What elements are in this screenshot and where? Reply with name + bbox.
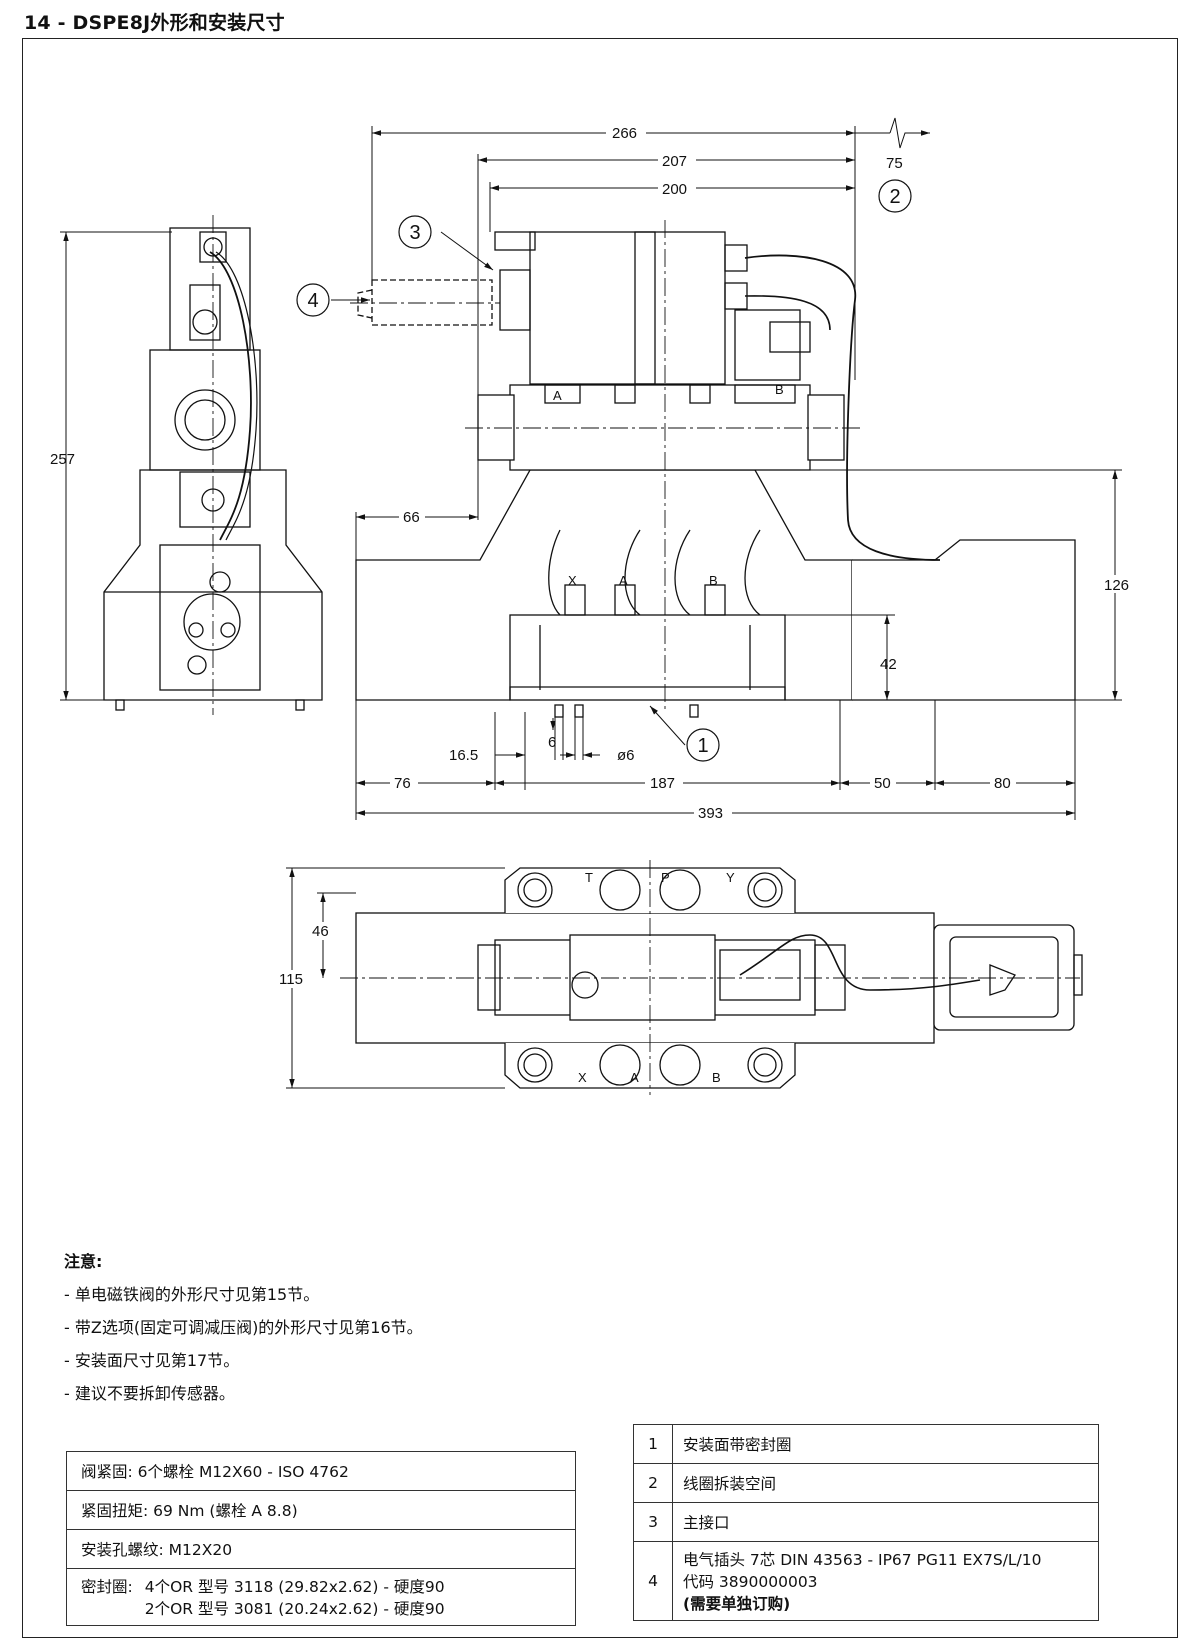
- port-label-y: Y: [726, 870, 735, 885]
- dim-6: 6: [548, 734, 556, 751]
- spec-row-seals: 密封圈: 4个OR 型号 3118 (29.82x2.62) - 硬度90 2个…: [66, 1568, 576, 1626]
- port-label-b: B: [709, 573, 718, 588]
- drawing-frame: [22, 38, 1178, 1638]
- dim-115: 115: [279, 971, 303, 988]
- legend-table: 1 安装面带密封圈 2 线圈拆装空间 3 主接口 4 电气插头 7芯 DIN 4…: [633, 1424, 1099, 1621]
- note-item: - 建议不要拆卸传感器。: [64, 1384, 235, 1403]
- legend-line: 代码 3890000003: [683, 1573, 818, 1591]
- callout-circle-4: [296, 283, 330, 317]
- dim-207: 207: [662, 153, 687, 170]
- seal-line: 2个OR 型号 3081 (20.24x2.62) - 硬度90: [144, 1600, 445, 1618]
- notes-heading: 注意:: [64, 1252, 103, 1271]
- notes: 注意: - 单电磁铁阀的外形尺寸见第15节。 - 带Z选项(固定可调减压阀)的外…: [64, 1245, 423, 1410]
- callout-4: 4: [307, 290, 318, 312]
- port-label-a-bottom: A: [630, 1070, 639, 1085]
- callout-circle-3: [398, 215, 432, 249]
- dim-257: 257: [50, 451, 75, 468]
- section-title: 14 - DSPE8J外形和安装尺寸: [24, 12, 285, 34]
- port-label-p: P: [661, 870, 670, 885]
- port-label-x-bottom: X: [578, 1070, 587, 1085]
- dim-42: 42: [880, 656, 897, 673]
- note-item: - 带Z选项(固定可调减压阀)的外形尺寸见第16节。: [64, 1318, 423, 1337]
- solenoid-label-b: B: [775, 382, 784, 397]
- port-label-b-bottom: B: [712, 1070, 721, 1085]
- seal-label: 密封圈:: [81, 1578, 133, 1596]
- side-view: [103, 215, 323, 715]
- legend-text-multiline: 电气插头 7芯 DIN 43563 - IP67 PG11 EX7S/L/10 …: [672, 1541, 1099, 1621]
- legend-num: 4: [633, 1541, 673, 1621]
- legend-text: 线圈拆装空间: [672, 1463, 1099, 1503]
- spec-row: 安装孔螺纹: M12X20: [66, 1529, 576, 1569]
- spec-row: 紧固扭矩: 69 Nm (螺栓 A 8.8): [66, 1490, 576, 1530]
- seal-line: 4个OR 型号 3118 (29.82x2.62) - 硬度90: [144, 1578, 445, 1596]
- dim-257-line: [60, 231, 172, 701]
- note-item: - 安装面尺寸见第17节。: [64, 1351, 240, 1370]
- dim-80: 80: [994, 775, 1011, 792]
- dim-phi6: ø6: [617, 747, 635, 764]
- dim-50: 50: [874, 775, 891, 792]
- callout-1: 1: [697, 735, 708, 757]
- legend-num: 2: [633, 1463, 673, 1503]
- spec-table: 阀紧固: 6个螺栓 M12X60 - ISO 4762 紧固扭矩: 69 Nm …: [66, 1451, 576, 1626]
- port-label-a: A: [619, 573, 628, 588]
- dim-266: 266: [612, 125, 637, 142]
- dim-187: 187: [650, 775, 675, 792]
- port-label-t: T: [585, 870, 593, 885]
- legend-num: 1: [633, 1424, 673, 1464]
- dim-126: 126: [1104, 577, 1129, 594]
- top-view: [340, 860, 1083, 1095]
- callout-circle-2: [878, 179, 912, 213]
- note-item: - 单电磁铁阀的外形尺寸见第15节。: [64, 1285, 320, 1304]
- callout-2: 2: [889, 186, 900, 208]
- legend-text: 主接口: [672, 1502, 1099, 1542]
- dim-16-5: 16.5: [449, 747, 478, 764]
- dim-66: 66: [403, 509, 420, 526]
- legend-num: 3: [633, 1502, 673, 1542]
- dim-75: 75: [886, 155, 903, 172]
- dim-393: 393: [698, 805, 723, 822]
- legend-text: 安装面带密封圈: [672, 1424, 1099, 1464]
- dim-200: 200: [662, 181, 687, 198]
- port-label-x: X: [568, 573, 577, 588]
- callout-circle-1: [686, 728, 720, 762]
- dim-46: 46: [312, 923, 329, 940]
- legend-line: (需要单独订购): [683, 1595, 791, 1613]
- front-view: [350, 220, 1076, 718]
- dim-76: 76: [394, 775, 411, 792]
- spec-row: 阀紧固: 6个螺栓 M12X60 - ISO 4762: [66, 1451, 576, 1491]
- callout-3: 3: [409, 222, 420, 244]
- legend-line: 电气插头 7芯 DIN 43563 - IP67 PG11 EX7S/L/10: [683, 1551, 1042, 1569]
- solenoid-label-a: A: [553, 388, 562, 403]
